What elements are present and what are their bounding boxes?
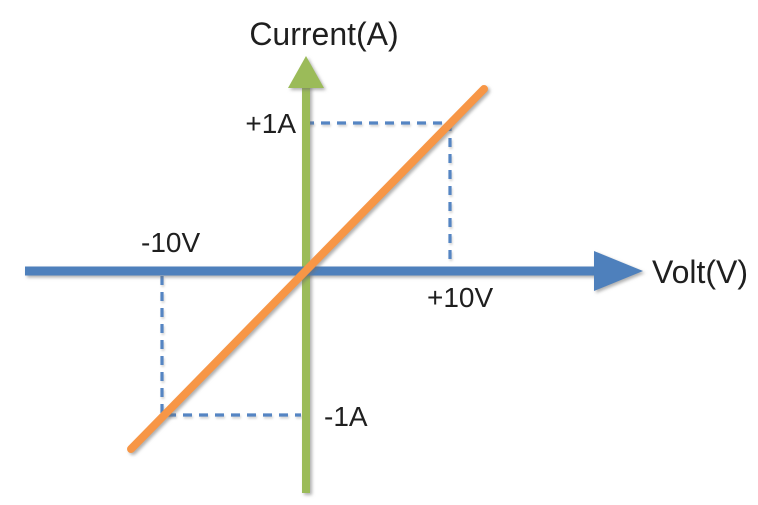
x-axis: [25, 251, 643, 291]
vi-characteristic-line: [127, 85, 488, 453]
label-neg-current: -1A: [324, 401, 368, 432]
label-pos-voltage: +10V: [427, 282, 493, 313]
x-axis-arrowhead: [594, 251, 643, 291]
label-neg-voltage: -10V: [141, 227, 200, 258]
x-axis-title: Volt(V): [652, 254, 748, 290]
y-axis: [288, 56, 324, 493]
dashed-guide-negative-point: [160, 276, 301, 417]
label-pos-current: +1A: [245, 108, 296, 139]
y-axis-title: Current(A): [249, 16, 398, 52]
y-axis-arrowhead: [288, 56, 324, 88]
